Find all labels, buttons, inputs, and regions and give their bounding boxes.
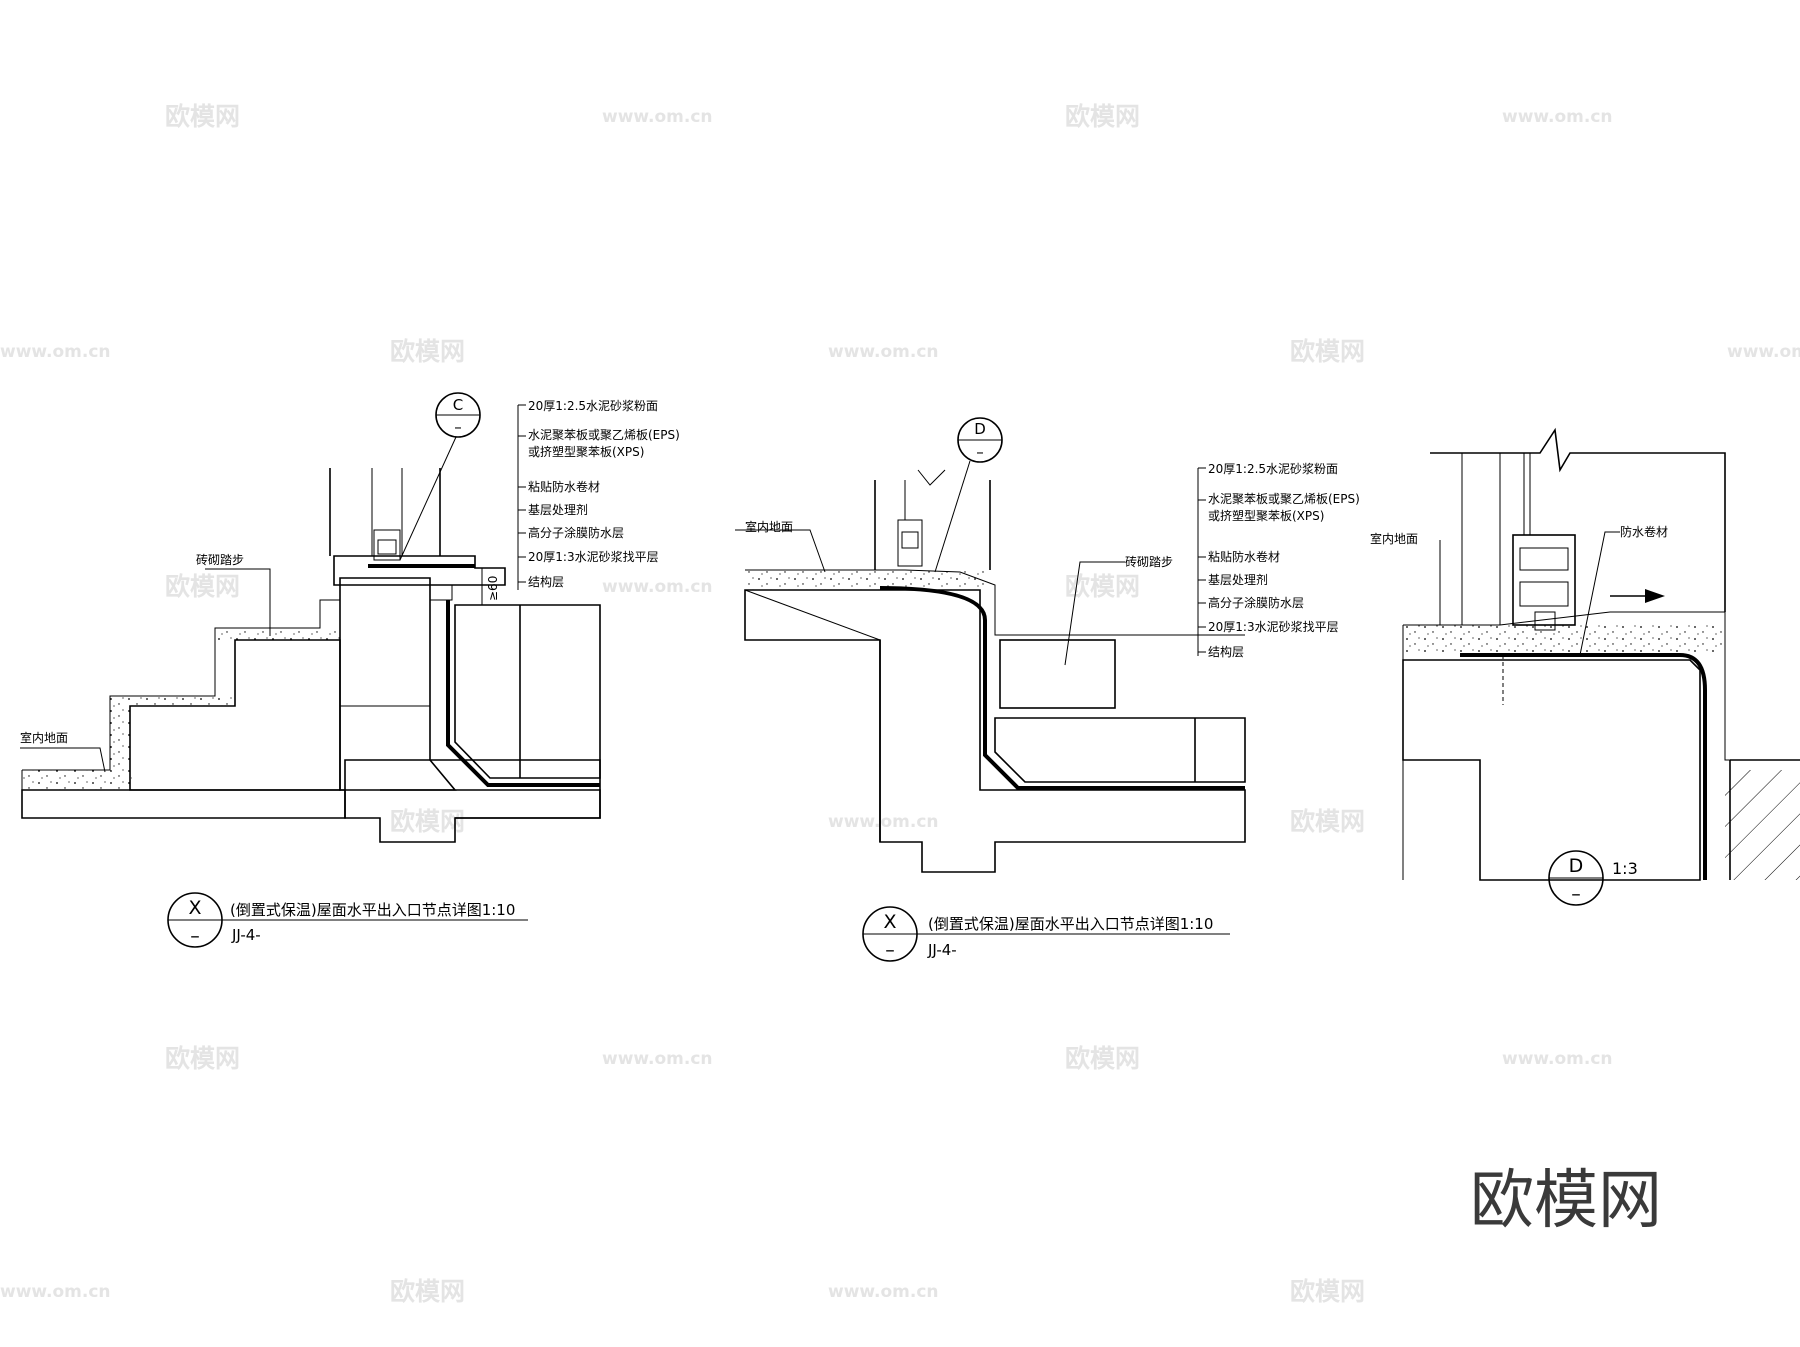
wall-outline: [1430, 427, 1726, 612]
insulation-xps: [454, 604, 601, 779]
detail-c-number: D: [1569, 855, 1584, 877]
layer-label: 或挤塑型聚苯板(XPS): [528, 444, 644, 459]
watermark-url: www.om.cn: [1727, 342, 1800, 362]
door-wall: [874, 480, 991, 570]
detail-b-title: (倒置式保温)屋面水平出入口节点详图1:10: [928, 915, 1213, 933]
detail-c-sub: –: [1571, 883, 1581, 905]
step-screed: [22, 599, 340, 771]
watermark-brand: 欧模网: [1065, 102, 1140, 131]
concrete-upstand: [339, 577, 457, 791]
waterproof-membrane: [879, 586, 1245, 790]
dim-min-60: ≥60: [486, 576, 500, 601]
detail-a-ref: JJ-4-: [231, 926, 261, 944]
insulation-xps: [994, 717, 1246, 783]
layer-label: 粘贴防水卷材: [528, 479, 600, 494]
watermark-layer: 欧模网 www.om.cn 欧模网 www.om.cn www.om.cn 欧模…: [0, 102, 1800, 1306]
watermark-brand: 欧模网: [165, 1044, 240, 1073]
door-frame: [371, 468, 403, 557]
layer-label: 20厚1:2.5水泥砂浆粉面: [1208, 461, 1338, 476]
layer-label: 结构层: [528, 574, 564, 589]
watermark-brand: 欧模网: [390, 1277, 465, 1306]
layer-label: 水泥聚苯板或聚乙烯板(EPS): [1208, 492, 1360, 506]
structural-slab: [21, 789, 346, 819]
watermark-brand: 欧模网: [1065, 1044, 1140, 1073]
layer-label: 结构层: [1208, 644, 1244, 659]
watermark-url: www.om.cn: [828, 1282, 939, 1302]
detail-a: C – ≥60 20厚1:2.5水泥砂浆粉面 水泥聚苯板或聚乙烯板(EPS) 或…: [20, 392, 680, 948]
detail-a-sub: –: [190, 925, 200, 947]
structural-slab: [1402, 659, 1701, 881]
label-brick-step: 砖砌踏步: [1125, 554, 1173, 569]
brand-logo: 欧模网: [1470, 1164, 1662, 1238]
label-indoor-floor: 室内地面: [745, 519, 793, 534]
brick-step: [999, 639, 1116, 709]
section-mark-c: C: [453, 396, 463, 414]
roof-slab: [344, 759, 601, 843]
detail-a-title: (倒置式保温)屋面水平出入口节点详图1:10: [230, 901, 515, 919]
layer-label: 20厚1:3水泥砂浆找平层: [528, 549, 659, 564]
watermark-url: www.om.cn: [602, 1049, 713, 1069]
layer-label: 水泥聚苯板或聚乙烯板(EPS): [528, 428, 680, 442]
layer-label: 20厚1:2.5水泥砂浆粉面: [528, 398, 658, 413]
brick-steps: [129, 639, 341, 791]
watermark-url: www.om.cn: [1502, 107, 1613, 127]
watermark-brand: 欧模网: [165, 102, 240, 131]
waterproof-membrane: [446, 600, 600, 787]
label-waterproof-roll: 防水卷材: [1620, 524, 1668, 539]
watermark-brand: 欧模网: [390, 807, 465, 836]
lower-slab-right: [380, 789, 601, 819]
layer-label: 粘贴防水卷材: [1208, 549, 1280, 564]
watermark-url: www.om.cn: [602, 577, 713, 597]
layer-label: 高分子涂膜防水层: [1208, 595, 1304, 610]
detail-b: D – 20厚1:2.5水泥砂浆粉面 水泥聚苯板或聚乙烯板(EPS) 或挤塑型聚…: [735, 417, 1360, 962]
watermark-brand: 欧模网: [390, 337, 465, 366]
door-wall: [329, 468, 441, 556]
layer-label: 基层处理剂: [528, 502, 588, 517]
detail-b-number: X: [883, 911, 896, 933]
detail-b-ref: JJ-4-: [927, 941, 957, 959]
section-mark-d: D: [974, 420, 986, 438]
watermark-brand: 欧模网: [1290, 337, 1365, 366]
detail-c: 室内地面 防水卷材 D – 1:3: [1370, 427, 1800, 906]
watermark-url: www.om.cn: [0, 342, 111, 362]
waterproof-membrane: [1460, 653, 1707, 880]
watermark-brand: 欧模网: [165, 572, 240, 601]
label-indoor-floor: 室内地面: [20, 730, 68, 745]
section-mark-c-sub: –: [454, 418, 462, 436]
watermark-brand: 欧模网: [1290, 1277, 1365, 1306]
layer-label: 20厚1:3水泥砂浆找平层: [1208, 619, 1339, 634]
layer-label: 基层处理剂: [1208, 572, 1268, 587]
watermark-url: www.om.cn: [602, 107, 713, 127]
label-brick-step: 砖砌踏步: [196, 552, 244, 567]
watermark-url: www.om.cn: [828, 812, 939, 832]
layer-label: 高分子涂膜防水层: [528, 525, 624, 540]
detail-a-number: X: [188, 897, 201, 919]
detail-c-scale: 1:3: [1612, 859, 1638, 878]
watermark-url: www.om.cn: [828, 342, 939, 362]
label-indoor-floor: 室内地面: [1370, 531, 1418, 546]
watermark-url: www.om.cn: [1502, 1049, 1613, 1069]
watermark-url: www.om.cn: [0, 1282, 111, 1302]
watermark-brand: 欧模网: [1290, 807, 1365, 836]
detail-b-sub: –: [885, 939, 895, 961]
layer-label: 或挤塑型聚苯板(XPS): [1208, 508, 1324, 523]
section-mark-d-sub: –: [976, 443, 984, 461]
